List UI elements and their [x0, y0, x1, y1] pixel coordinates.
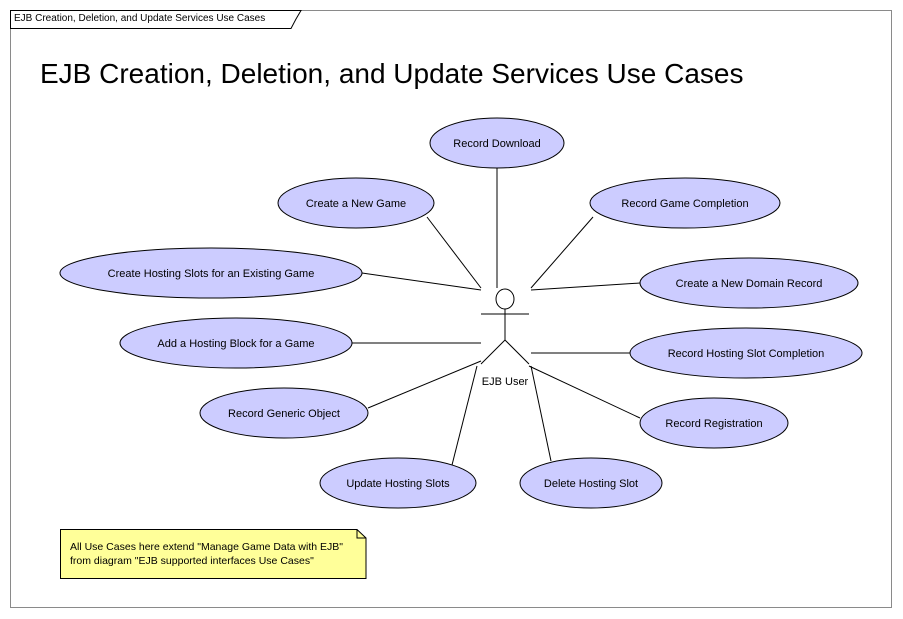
association-create-new-domain-record: [530, 282, 641, 291]
use-case-label: Record Registration: [665, 418, 762, 430]
association-record-generic-object: [367, 360, 482, 409]
association-delete-hosting-slot: [530, 365, 552, 462]
actor-ejb-user[interactable]: EJB User: [480, 288, 530, 388]
use-case-record-registration[interactable]: Record Registration: [639, 397, 789, 449]
frame-tab-label: EJB Creation, Deletion, and Update Servi…: [14, 13, 266, 24]
use-case-create-new-domain-record[interactable]: Create a New Domain Record: [639, 257, 859, 309]
use-case-ellipse: [589, 177, 781, 229]
use-case-label: Delete Hosting Slot: [544, 478, 638, 490]
use-case-label: Update Hosting Slots: [346, 478, 450, 490]
use-case-label: Create a New Game: [306, 198, 406, 210]
use-case-update-hosting-slots[interactable]: Update Hosting Slots: [319, 457, 477, 509]
use-case-label: Record Download: [453, 138, 540, 150]
association-record-registration: [528, 365, 641, 419]
use-case-label: Record Generic Object: [228, 408, 340, 420]
use-case-ellipse: [277, 177, 435, 229]
use-case-label: Create a New Domain Record: [676, 278, 823, 290]
use-case-ellipse: [199, 387, 369, 439]
use-case-ellipse: [119, 317, 353, 369]
note-fold: [356, 529, 366, 539]
use-case-label: Create Hosting Slots for an Existing Gam…: [108, 268, 315, 280]
association-lines: [352, 168, 641, 466]
actor-head: [495, 288, 515, 310]
actor-label: EJB User: [482, 376, 529, 388]
use-case-ellipse: [639, 257, 859, 309]
association-record-game-completion: [530, 216, 594, 289]
use-case-delete-hosting-slot[interactable]: Delete Hosting Slot: [519, 457, 663, 509]
diagram-frame: [10, 10, 892, 608]
use-case-record-generic-object[interactable]: Record Generic Object: [199, 387, 369, 439]
use-case-record-game-completion[interactable]: Record Game Completion: [589, 177, 781, 229]
use-case-create-new-game[interactable]: Create a New Game: [277, 177, 435, 229]
note-text: All Use Cases here extend "Manage Game D…: [70, 540, 343, 568]
note: All Use Cases here extend "Manage Game D…: [60, 529, 367, 579]
use-case-label: Record Game Completion: [621, 198, 748, 210]
use-case-ellipse: [319, 457, 477, 509]
use-case-record-hosting-slot-completion[interactable]: Record Hosting Slot Completion: [629, 327, 863, 379]
use-case-ellipse: [59, 247, 363, 299]
diagram-title: EJB Creation, Deletion, and Update Servi…: [40, 58, 744, 89]
association-create-hosting-slots: [361, 272, 482, 291]
use-case-record-download[interactable]: Record Download: [429, 117, 565, 169]
use-case-label: Add a Hosting Block for a Game: [157, 338, 314, 350]
use-case-ellipse: [639, 397, 789, 449]
note-line-2: from diagram "EJB supported interfaces U…: [70, 555, 314, 567]
use-case-create-hosting-slots[interactable]: Create Hosting Slots for an Existing Gam…: [59, 247, 363, 299]
use-case-ellipse: [429, 117, 565, 169]
use-case-ellipse: [629, 327, 863, 379]
use-case-ellipse: [519, 457, 663, 509]
use-case-label: Record Hosting Slot Completion: [668, 348, 825, 360]
note-line-1: All Use Cases here extend "Manage Game D…: [70, 541, 343, 553]
note-shape: [60, 529, 367, 579]
association-create-new-game: [426, 216, 482, 289]
use-case-add-hosting-block[interactable]: Add a Hosting Block for a Game: [119, 317, 353, 369]
actor-left-leg: [480, 339, 506, 365]
association-update-hosting-slots: [451, 365, 478, 466]
actor-right-leg: [504, 339, 530, 365]
